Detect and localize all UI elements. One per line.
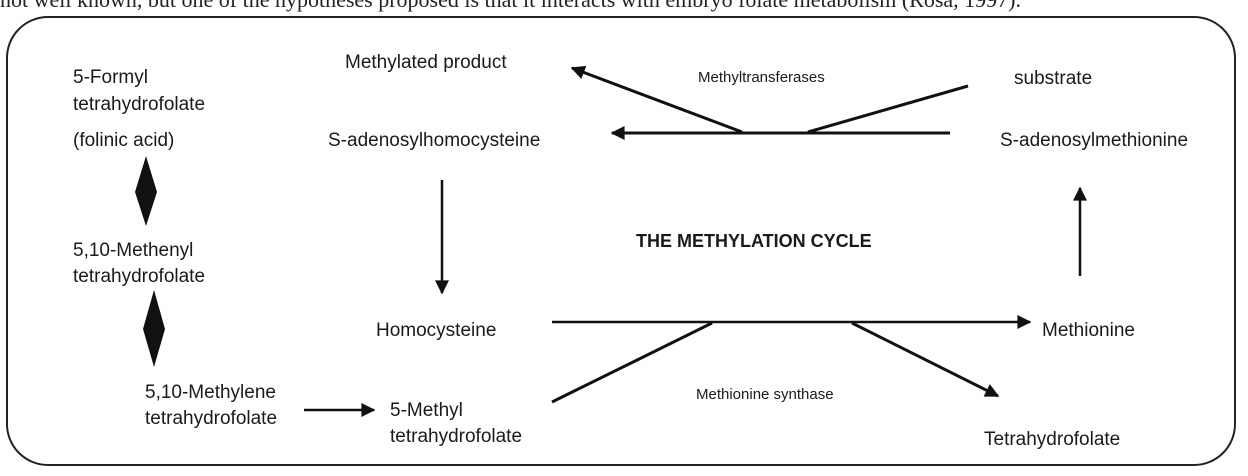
enzyme-methyltransferases: Methyltransferases bbox=[698, 69, 825, 86]
formyl-methenyl-reversible-diamond bbox=[135, 156, 157, 226]
diagram-frame bbox=[6, 16, 1236, 466]
caption-text: not well known, but one of the hypothese… bbox=[0, 0, 1248, 13]
node-methenyl-thf-line1: 5,10-Methenyl bbox=[73, 240, 194, 261]
node-methyl-thf-line2: tetrahydrofolate bbox=[390, 426, 523, 447]
node-methyl-thf-line1: 5-Methyl bbox=[390, 400, 463, 421]
methylated-product-out-line bbox=[570, 65, 743, 134]
node-formyl-thf-line2: tetrahydrofolate bbox=[73, 94, 206, 115]
node-s-adenosylhomocysteine: S-adenosylhomocysteine bbox=[328, 130, 541, 151]
node-methenyl-thf-line2: tetrahydrofolate bbox=[73, 266, 206, 287]
node-tetrahydrofolate: Tetrahydrofolate bbox=[984, 429, 1121, 450]
node-substrate: substrate bbox=[1014, 68, 1093, 89]
enzyme-methionine-synthase: Methionine synthase bbox=[696, 386, 834, 403]
node-homocysteine: Homocysteine bbox=[376, 320, 497, 341]
node-methylated-product: Methylated product bbox=[345, 52, 507, 73]
methenyl-methylene-reversible-diamond bbox=[143, 290, 165, 367]
methyl-thf-in-line bbox=[551, 321, 713, 404]
node-methylene-thf-line2: tetrahydrofolate bbox=[145, 408, 278, 429]
node-methionine: Methionine bbox=[1042, 320, 1135, 341]
thf-out-line bbox=[851, 321, 1000, 398]
node-methylene-thf-line1: 5,10-Methylene bbox=[145, 382, 276, 403]
node-folinic-acid: (folinic acid) bbox=[73, 130, 175, 151]
node-s-adenosylmethionine: S-adenosylmethionine bbox=[1000, 130, 1189, 151]
diagram-title: THE METHYLATION CYCLE bbox=[636, 231, 872, 251]
substrate-in-line bbox=[807, 84, 969, 134]
node-formyl-thf-line1: 5-Formyl bbox=[73, 67, 148, 88]
